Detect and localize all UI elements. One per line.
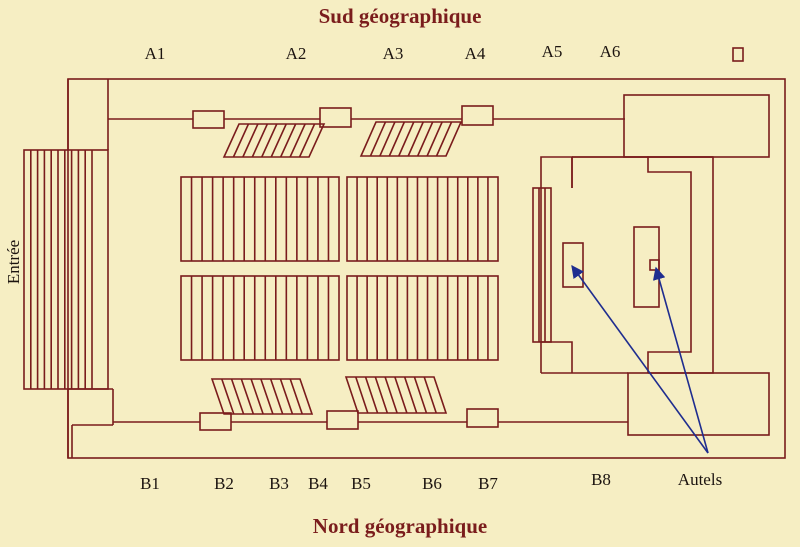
entrance-stair-frame	[23, 149, 109, 390]
label-b2: B2	[214, 474, 234, 493]
altars-label: Autels	[677, 470, 723, 489]
altar-2	[633, 226, 660, 308]
slanted-pew	[369, 121, 387, 157]
slanted-pew	[388, 121, 406, 157]
slanted-pew	[232, 123, 250, 158]
altar-1	[562, 242, 584, 288]
sanctuary	[540, 47, 770, 436]
pew-block	[346, 275, 499, 361]
label-b3: B3	[269, 474, 289, 493]
slanted-pew	[407, 121, 424, 157]
pew-block	[180, 275, 340, 361]
north-title: Nord géographique	[312, 514, 488, 538]
sanctuary-stair-frame	[532, 187, 552, 343]
pew-block	[180, 176, 340, 262]
slanted-pew	[355, 376, 369, 414]
label-a3: A3	[382, 44, 404, 63]
south-inner-wall	[108, 105, 625, 129]
slanted-pew	[413, 376, 428, 414]
slanted-pew	[289, 123, 306, 158]
label-a4: A4	[464, 44, 486, 63]
slanted-pew	[364, 376, 379, 414]
outer-walls	[67, 78, 786, 459]
slanted-pew	[279, 123, 297, 158]
label-b5: B5	[351, 474, 371, 493]
slanted-pew	[426, 121, 443, 157]
small-square	[732, 47, 744, 62]
slanted-pew	[416, 121, 434, 157]
slanted-pew	[221, 378, 235, 415]
label-a6: A6	[599, 42, 621, 61]
label-b6: B6	[422, 474, 442, 493]
entrance-steps	[23, 149, 109, 390]
slanted-pew	[269, 378, 284, 415]
label-b7: B7	[478, 474, 498, 493]
slanted-pew	[270, 123, 287, 158]
slanted-pew	[230, 378, 245, 415]
slanted-pew	[423, 376, 437, 414]
altar-arrows	[571, 264, 709, 454]
slanted-pew	[261, 123, 278, 158]
label-a1: A1	[144, 44, 166, 63]
slanted-pew	[289, 378, 303, 415]
label-b1: B1	[140, 474, 160, 493]
label-a2: A2	[285, 44, 307, 63]
slanted-pew	[394, 376, 408, 414]
slanted-pew	[240, 378, 255, 415]
slanted-pew	[435, 121, 453, 157]
slanted-pew	[260, 378, 274, 415]
label-a5: A5	[541, 42, 563, 61]
north-inner-wall	[113, 408, 628, 431]
slanted-pew	[398, 121, 415, 157]
slanted-pew	[279, 378, 294, 415]
slanted-pew	[242, 123, 259, 158]
slanted-pew	[379, 121, 396, 157]
label-b8: B8	[591, 470, 611, 489]
slanted-pew	[250, 378, 264, 415]
slanted-pew	[374, 376, 389, 414]
sanctuary-steps	[532, 187, 552, 343]
label-b4: B4	[308, 474, 328, 493]
pew-block	[346, 176, 499, 262]
pews	[180, 121, 499, 415]
slanted-pew	[298, 123, 316, 158]
slanted-pew	[384, 376, 398, 414]
south-title: Sud géographique	[318, 4, 482, 28]
slanted-pew	[403, 376, 418, 414]
slanted-pew	[251, 123, 269, 158]
